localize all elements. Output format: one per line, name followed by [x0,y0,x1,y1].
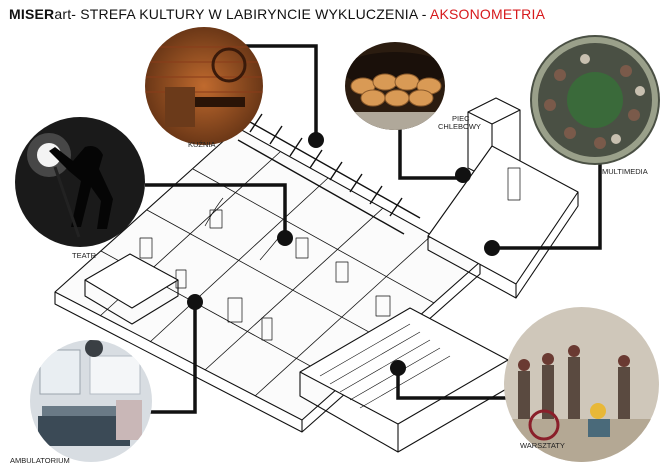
forge-photo [145,27,263,145]
label-teatr: TEATR [72,251,97,260]
label-warsztaty: WARSZTATY [520,441,565,450]
label-ambulatorium: AMBULATORIUM [10,456,70,465]
theatre-photo [15,117,145,247]
bread-oven-photo [345,42,445,130]
label-kuznia: KUŹNIA [188,140,216,149]
ambulatory-photo [30,340,152,462]
label-multimedia: MULTIMEDIA [602,167,648,176]
label-piec-chlebowy: PIEC CHLEBOWY [438,114,481,131]
multimedia-photo [530,35,660,165]
workshop-photo [504,307,659,462]
page-title: MISERart- STREFA KULTURY W LABIRYNCIE WY… [9,6,546,22]
